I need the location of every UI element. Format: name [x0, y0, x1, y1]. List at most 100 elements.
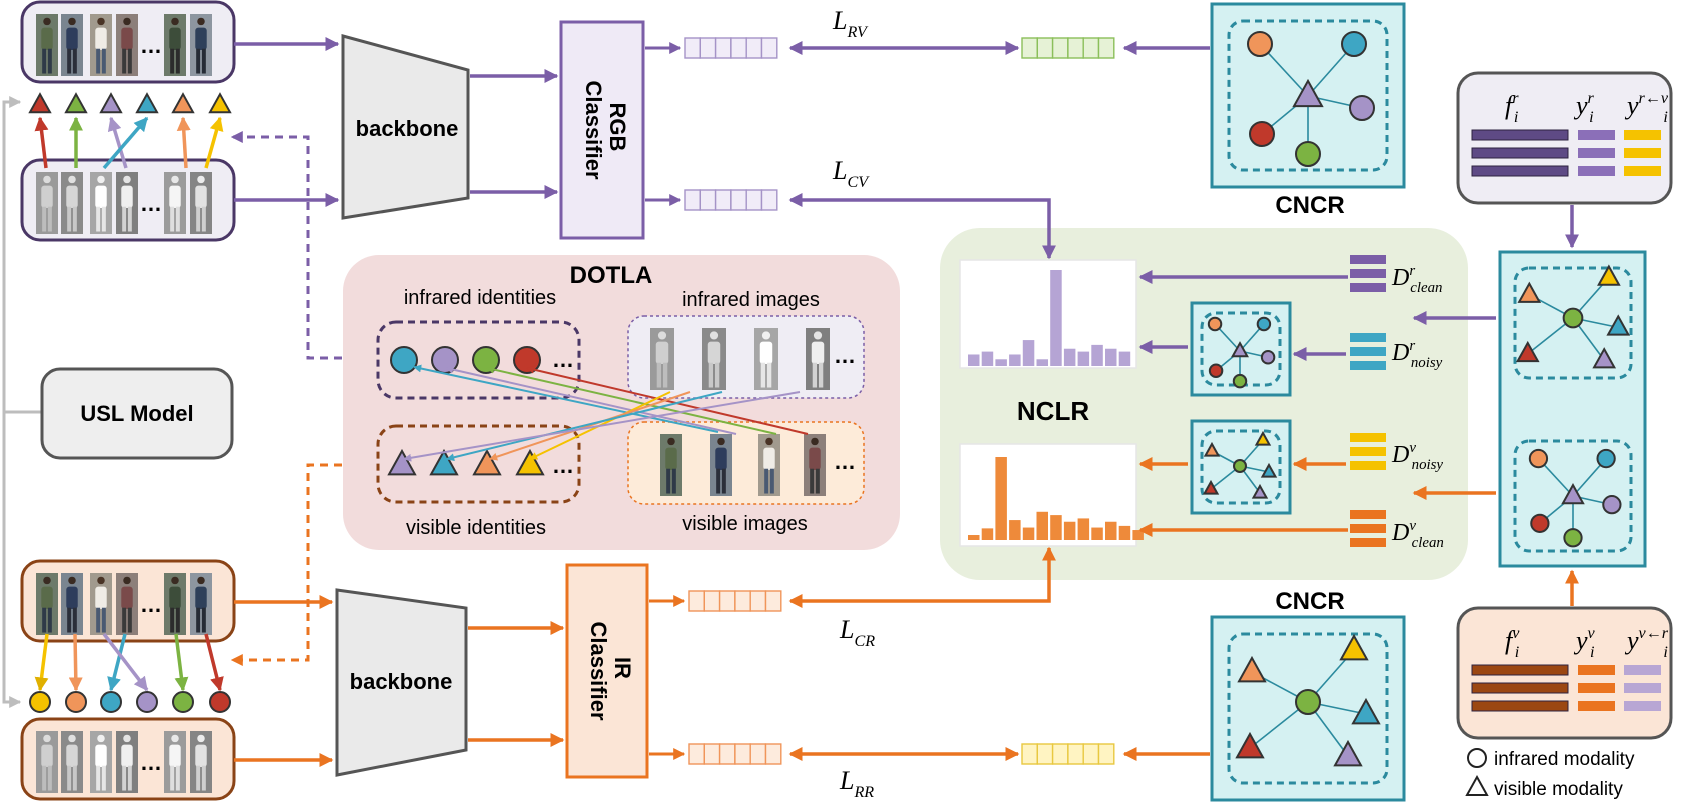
histogram-bottom [968, 457, 1144, 540]
joint-graph-top [1513, 264, 1633, 380]
legend-infrared-label: infrared modality [1494, 749, 1635, 770]
person-thumbnail [36, 573, 58, 635]
rgb-classifier[interactable] [559, 20, 645, 240]
histogram-bar [1022, 340, 1035, 366]
backbone-bottom[interactable] [335, 588, 468, 777]
histogram-bar [1063, 521, 1076, 540]
histogram-bar [1105, 348, 1117, 366]
loss-cv-label: LCV [832, 156, 870, 191]
usl-model-box[interactable] [40, 367, 234, 460]
graph-triangle-node [1597, 264, 1621, 286]
ir-logit-vector [688, 743, 782, 765]
pseudo-label-circle [172, 691, 194, 713]
person-thumbnail [116, 731, 138, 793]
pseudo-label-arrow [107, 633, 127, 692]
cncr-bottom-box [1210, 615, 1406, 802]
pseudo-label-arrow [204, 116, 224, 169]
pseudo-label-triangle [99, 92, 123, 114]
graph-triangle-node [1202, 479, 1220, 495]
visible-image-thumbnail [758, 434, 780, 496]
alignment-link [526, 365, 809, 435]
graph-triangle-node [1235, 731, 1265, 759]
label-bar [1578, 701, 1615, 711]
alignment-link [446, 391, 723, 462]
ir-classifier[interactable] [565, 563, 649, 779]
cncr-top-box [1210, 2, 1406, 189]
ellipsis-text: … [552, 347, 574, 372]
person-thumbnail [90, 172, 112, 234]
nclr-label: NCLR [1017, 396, 1089, 426]
graph-triangle-node [1515, 340, 1540, 363]
histogram-bar [968, 535, 980, 540]
person-thumbnail [116, 172, 138, 234]
visible-identities-box [376, 424, 581, 504]
graph-circle-node [1563, 528, 1583, 548]
pseudo-label-circle [29, 691, 51, 713]
loss-cr-label: LCR [839, 615, 875, 650]
d-noisy-ir-stack [1350, 433, 1386, 470]
pseudo-label-triangle [64, 92, 88, 114]
person-thumbnail [164, 172, 186, 234]
person-thumbnail [116, 14, 138, 76]
infrared-identities-label: infrared identities [404, 287, 556, 309]
graph-circle-node [1256, 316, 1272, 332]
graph-triangle-node [1254, 430, 1272, 446]
label-bar [1578, 148, 1615, 158]
histogram-bar [1036, 359, 1048, 366]
histogram-bar [1022, 527, 1035, 540]
alignment-link [413, 364, 719, 433]
graph-triangle-center [1561, 483, 1585, 505]
cross-label-bar [1624, 665, 1661, 675]
infrared-image-thumbnail [702, 328, 726, 390]
histogram-bar [1063, 348, 1076, 366]
graph-circle-node [1596, 448, 1616, 469]
person-thumbnail [61, 731, 83, 793]
feature-bar [1471, 147, 1569, 159]
ellipsis-text: … [834, 343, 856, 368]
backbone-top[interactable] [341, 34, 470, 220]
graph-circle-node [1349, 95, 1375, 121]
infrared-images-box [627, 315, 865, 399]
person-thumbnail [164, 14, 186, 76]
histogram-bar [981, 351, 994, 366]
pseudo-label-triangle [171, 92, 195, 114]
ir-input-group-bottom: … [20, 717, 236, 801]
label-bar [1578, 683, 1615, 693]
feature-bar [1471, 165, 1569, 177]
histogram-bar [1077, 518, 1090, 540]
label-bar [1578, 130, 1615, 140]
person-thumbnail [61, 573, 83, 635]
graph-circle-node [1232, 373, 1248, 389]
histogram-bar [1105, 521, 1117, 540]
dotla-feedback-bottom [230, 463, 342, 666]
graph-triangle-node [1237, 655, 1267, 683]
histogram-bar [1091, 527, 1103, 540]
visible-identity-triangle [472, 448, 502, 476]
histogram-bar [995, 359, 1007, 366]
usl-feedback-lines [2, 96, 42, 708]
backbone-bottom-label: backbone [350, 669, 453, 694]
alignment-link [445, 365, 737, 435]
person-thumbnail [116, 573, 138, 635]
pseudo-label-arrow [174, 633, 189, 692]
graph-circle-node [1249, 121, 1275, 147]
pseudo-label-triangle [135, 92, 159, 114]
graph-circle-node [1247, 31, 1273, 57]
backbone-to-classifier-arrows [468, 69, 565, 747]
histogram-bar [1091, 344, 1103, 366]
infrared-image-thumbnail [650, 328, 674, 390]
infrared-identity-circle [513, 346, 541, 374]
ir-classifier-label: IR Classifier [586, 621, 635, 720]
histogram-bar [1036, 511, 1048, 540]
noisy-rgb-graph [1190, 301, 1292, 397]
histogram-top [968, 270, 1131, 366]
cross-label-bar [1624, 683, 1661, 693]
pseudo-label-triangle [208, 92, 232, 114]
graph-circle-node [1530, 513, 1550, 533]
pseudo-label-circle [209, 691, 231, 713]
cross-label-bar [1624, 701, 1661, 711]
cncr-yellow-vector [1021, 743, 1115, 765]
